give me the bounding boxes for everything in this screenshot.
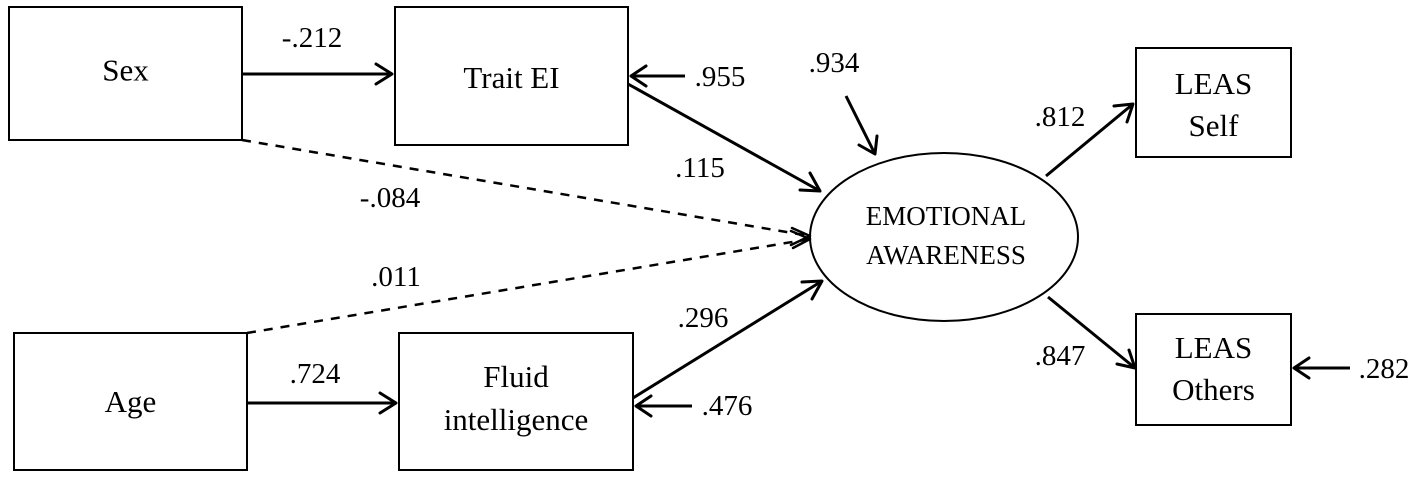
- error-awareness: [844, 95, 879, 156]
- node-emotional-awareness-line2: AWARENESS: [866, 240, 1026, 270]
- coef-sex-to-trait-ei: -.212: [282, 22, 342, 54]
- coef-awareness-to-leas-others: .847: [1035, 340, 1086, 372]
- node-fluid-intelligence-line1: Fluid: [483, 359, 549, 394]
- path-awareness-to-leas-self: [1045, 102, 1135, 178]
- path-awareness-to-leas-others: [1047, 295, 1137, 370]
- error-leas-others: [1292, 356, 1350, 380]
- path-sex-to-trait-ei: [242, 62, 394, 86]
- coef-sex-to-awareness: -.084: [360, 182, 421, 214]
- node-fluid-intelligence: Fluid intelligence: [398, 332, 634, 471]
- node-leas-self-line2: Self: [1189, 108, 1240, 143]
- node-leas-others-line2: Others: [1172, 372, 1255, 407]
- node-age: Age: [13, 332, 248, 471]
- coef-leas-others-error: .282: [1359, 353, 1410, 385]
- error-fluid: [634, 394, 692, 418]
- node-sex: Sex: [8, 6, 243, 141]
- path-age-to-awareness: [246, 229, 812, 335]
- node-fluid-intelligence-line2: intelligence: [444, 402, 589, 437]
- path-trait-ei-to-awareness: [627, 82, 822, 193]
- coef-age-to-awareness: .011: [371, 261, 421, 293]
- coef-age-to-fluid: .724: [290, 358, 341, 390]
- coef-fluid-to-awareness: .296: [678, 302, 729, 334]
- node-emotional-awareness: EMOTIONAL AWARENESS: [809, 152, 1079, 322]
- node-leas-others: LEAS Others: [1135, 313, 1292, 426]
- node-emotional-awareness-line1: EMOTIONAL: [866, 201, 1026, 231]
- path-age-to-fluid: [247, 391, 398, 415]
- node-trait-ei: Trait EI: [394, 6, 629, 146]
- node-leas-others-line1: LEAS: [1175, 330, 1253, 365]
- node-trait-ei-label: Trait EI: [463, 60, 559, 95]
- node-leas-self: LEAS Self: [1135, 47, 1292, 158]
- coef-trait-ei-error: .955: [695, 61, 746, 93]
- coef-awareness-to-leas-self: .812: [1035, 101, 1086, 133]
- path-sex-to-awareness: [241, 138, 812, 247]
- coef-fluid-error: .476: [702, 390, 753, 422]
- node-leas-self-line1: LEAS: [1175, 66, 1253, 101]
- coef-awareness-error: .934: [809, 47, 860, 79]
- error-trait-ei: [629, 64, 685, 88]
- path-fluid-to-awareness: [632, 279, 824, 400]
- node-age-label: Age: [105, 384, 157, 419]
- node-sex-label: Sex: [102, 53, 149, 88]
- coef-trait-ei-to-awareness: .115: [675, 152, 725, 184]
